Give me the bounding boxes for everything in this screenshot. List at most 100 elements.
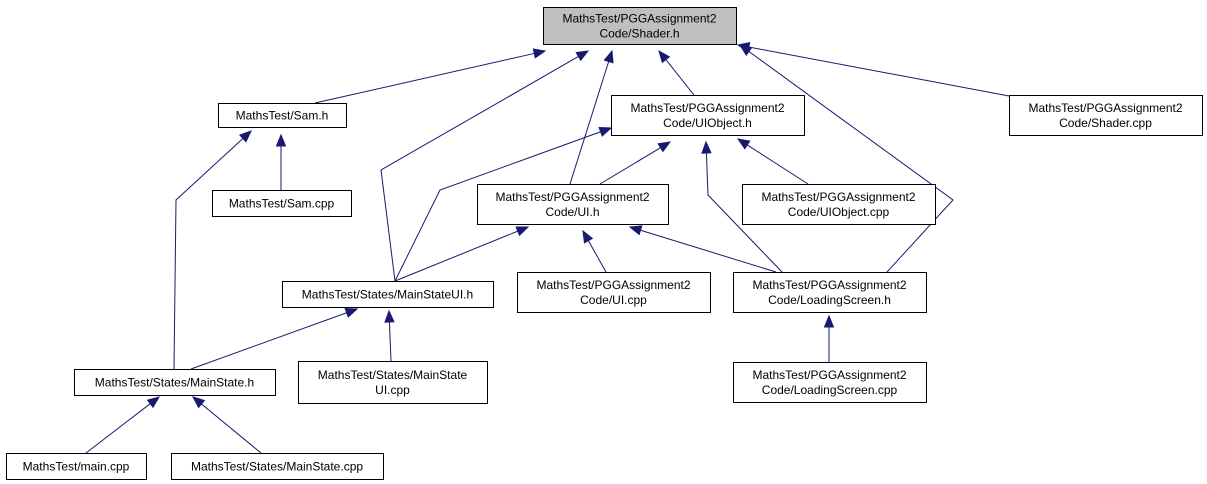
- edge-mainstateui_h-to-shader_h: [380, 50, 590, 282]
- edges-layer: [85, 41, 1010, 454]
- node-mainstate-cpp[interactable]: MathsTest/States/MainState.cpp: [171, 453, 384, 480]
- node-label: MathsTest/Sam.cpp: [229, 197, 335, 211]
- node-uiobject-cpp[interactable]: MathsTest/PGGAssignment2Code/UIObject.cp…: [742, 184, 936, 225]
- edge-mainstateui_h-to-uiobject_h: [394, 126, 613, 282]
- node-label: MathsTest/PGGAssignment2: [1028, 101, 1182, 115]
- edge-mainstate_h-to-mainstateui_h: [190, 307, 359, 370]
- node-label: Code/UIObject.cpp: [788, 205, 890, 219]
- edge-mainstate_cpp-to-mainstate_h: [191, 396, 262, 454]
- node-label: MathsTest/PGGAssignment2: [562, 12, 716, 26]
- node-label: MathsTest/States/MainStateUI.h: [302, 288, 473, 302]
- node-mainstateui-h[interactable]: MathsTest/States/MainStateUI.h: [282, 281, 494, 308]
- node-label: MathsTest/PGGAssignment2: [536, 278, 690, 292]
- node-box: [733, 362, 927, 403]
- edge-line: [314, 52, 535, 104]
- arrowhead: [275, 133, 287, 147]
- node-label: MathsTest/Sam.h: [236, 109, 329, 123]
- edge-line: [569, 61, 610, 185]
- node-label: Code/UI.h: [545, 205, 599, 219]
- node-label: MathsTest/PGGAssignment2: [761, 190, 915, 204]
- node-box: [298, 361, 488, 404]
- node-box: [171, 453, 384, 480]
- node-box: [1009, 95, 1203, 136]
- edge-line: [85, 403, 151, 454]
- node-box: [6, 453, 147, 480]
- edge-line: [599, 147, 661, 185]
- arrowhead: [658, 49, 671, 64]
- arrowhead: [628, 225, 643, 236]
- node-sam-h[interactable]: MathsTest/Sam.h: [218, 103, 347, 128]
- node-box: [733, 272, 927, 313]
- node-label: MathsTest/States/MainState: [318, 368, 468, 382]
- arrowhead: [701, 140, 712, 154]
- edge-uiobject_cpp-to-uiobject_h: [736, 138, 809, 185]
- arrowhead: [532, 48, 547, 59]
- arrowhead: [191, 396, 206, 409]
- arrowhead: [598, 126, 613, 137]
- node-mainstateui-cpp[interactable]: MathsTest/States/MainStateUI.cpp: [298, 361, 488, 404]
- edge-ui_h-to-shader_h: [569, 49, 614, 185]
- edge-loadingscreen_cpp-to-loadingscreen_h: [823, 314, 835, 362]
- node-label: MathsTest/main.cpp: [23, 460, 130, 474]
- arrowhead: [344, 307, 359, 318]
- edge-line: [640, 229, 777, 273]
- arrowhead: [823, 314, 835, 328]
- arrowhead: [603, 49, 614, 64]
- node-main-cpp[interactable]: MathsTest/main.cpp: [6, 453, 147, 480]
- edge-line: [173, 138, 244, 370]
- arrowhead: [736, 41, 751, 53]
- edge-line: [746, 144, 809, 185]
- edge-uiobject_h-to-shader_h: [658, 49, 695, 96]
- edge-line: [380, 56, 579, 282]
- node-box: [477, 184, 669, 225]
- node-label: MathsTest/PGGAssignment2: [752, 368, 906, 382]
- node-box: [517, 272, 711, 313]
- node-box: [74, 369, 276, 396]
- edge-line: [748, 51, 954, 273]
- node-box: [282, 281, 494, 308]
- edge-line: [665, 59, 695, 96]
- edge-mainstateui_cpp-to-mainstateui_h: [384, 309, 395, 362]
- edge-main_cpp-to-mainstate_h: [85, 396, 161, 454]
- edge-mainstateui_h-to-ui_h: [394, 226, 530, 282]
- edge-shader_cpp-to-shader_h: [736, 41, 1010, 97]
- node-mainstate-h[interactable]: MathsTest/States/MainState.h: [74, 369, 276, 396]
- edge-line: [705, 152, 783, 273]
- node-label: Code/UI.cpp: [580, 293, 647, 307]
- arrowhead: [582, 229, 594, 244]
- arrowhead: [736, 138, 751, 150]
- node-sam-cpp[interactable]: MathsTest/Sam.cpp: [212, 190, 352, 217]
- node-label: MathsTest/States/MainState.cpp: [191, 460, 363, 474]
- node-loadingscreen-h[interactable]: MathsTest/PGGAssignment2Code/LoadingScre…: [733, 272, 927, 313]
- edge-line: [748, 46, 1010, 97]
- node-label: Code/Shader.h: [599, 27, 679, 41]
- node-loadingscreen-cpp[interactable]: MathsTest/PGGAssignment2Code/LoadingScre…: [733, 362, 927, 403]
- edge-loadingscreen_h-to-uiobject_h: [701, 140, 783, 273]
- node-label: Code/LoadingScreen.h: [768, 293, 891, 307]
- node-label: MathsTest/PGGAssignment2: [630, 101, 784, 115]
- node-box: [742, 184, 936, 225]
- edge-ui_h-to-uiobject_h: [599, 141, 672, 185]
- node-box: [218, 103, 347, 128]
- node-box: [543, 7, 737, 45]
- arrowhead: [575, 50, 590, 62]
- node-label: Code/Shader.cpp: [1059, 116, 1152, 130]
- edge-sam_h-to-shader_h: [314, 48, 547, 104]
- edge-sam_cpp-to-sam_h: [275, 133, 287, 190]
- node-box: [212, 190, 352, 217]
- node-label: MathsTest/PGGAssignment2: [752, 278, 906, 292]
- edge-line: [190, 312, 347, 370]
- edge-line: [201, 403, 262, 454]
- edge-line: [587, 240, 607, 273]
- edge-line: [394, 131, 601, 282]
- arrowhead: [657, 141, 672, 153]
- edge-ui_cpp-to-ui_h: [582, 229, 607, 273]
- node-label: UI.cpp: [375, 383, 410, 397]
- edge-loadingscreen_h-to-ui_h: [628, 225, 777, 273]
- edge-mainstate_h-to-sam_h: [173, 130, 252, 370]
